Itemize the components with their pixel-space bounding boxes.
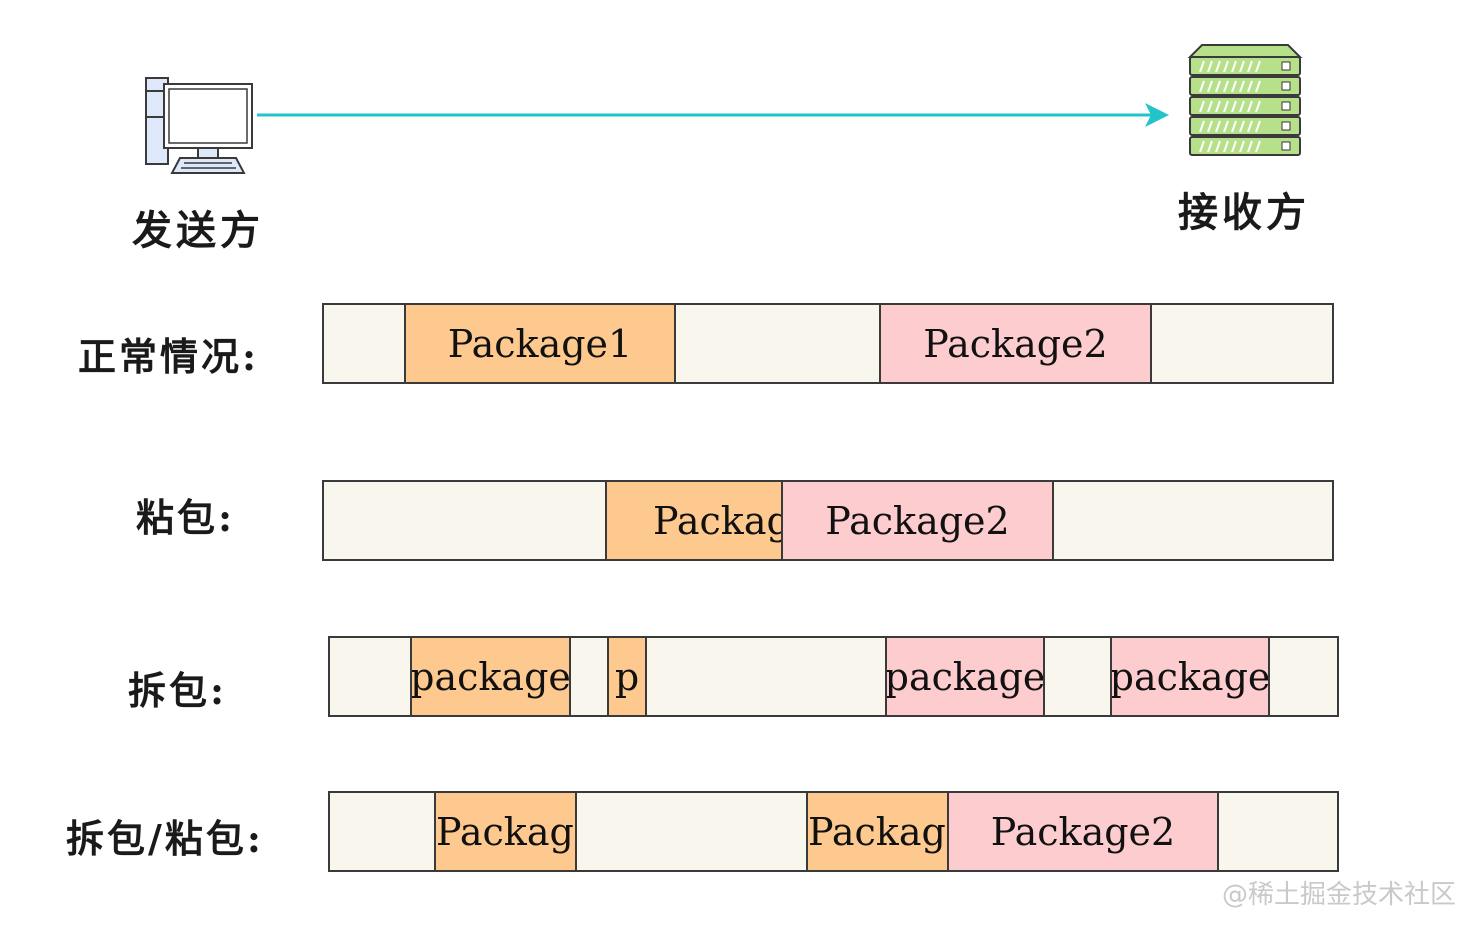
packet-bar-sticky: Packag Package2: [322, 480, 1334, 561]
desktop-computer-icon: [140, 75, 255, 180]
packet-bar-normal: Package1 Package2: [322, 303, 1334, 384]
segment-label: package: [885, 654, 1045, 699]
segment-package1-partial: Packag: [605, 480, 783, 561]
segment-label: package: [1110, 654, 1270, 699]
segment-label: Package: [808, 809, 947, 854]
segment-package1-part-a: Package: [434, 791, 577, 872]
segment-package2-part-a: package: [885, 636, 1045, 717]
segment-package2: Package2: [947, 791, 1219, 872]
transmission-arrow: [255, 100, 1175, 134]
segment-package1-part-b: Package: [806, 791, 949, 872]
segment-label: package: [410, 654, 571, 699]
segment-label: Package2: [923, 321, 1108, 366]
server-stack-icon: [1186, 43, 1304, 161]
segment-package2: Package2: [879, 303, 1152, 384]
segment-package1-part-b: p: [607, 636, 647, 717]
segment-package1: Package1: [404, 303, 676, 384]
sender-label: 发送方: [132, 207, 264, 254]
segment-label: Packag: [653, 498, 783, 543]
packet-bar-split-sticky: Package Package Package2: [328, 791, 1339, 872]
packet-bar-split: package p package package: [328, 636, 1339, 717]
segment-package1-part-a: package: [410, 636, 571, 717]
watermark: @稀土掘金技术社区: [1222, 880, 1457, 910]
segment-label: Package2: [825, 498, 1010, 543]
row-label-normal: 正常情况:: [78, 334, 260, 379]
segment-label: p: [614, 654, 640, 699]
segment-package2-part-b: package: [1110, 636, 1270, 717]
segment-label: Package: [436, 809, 575, 854]
row-label-sticky: 粘包:: [136, 495, 236, 540]
row-label-split: 拆包:: [128, 668, 228, 713]
segment-package2: Package2: [781, 480, 1054, 561]
segment-label: Package2: [990, 809, 1176, 854]
row-label-split-sticky: 拆包/粘包:: [66, 816, 264, 861]
segment-label: Package1: [447, 321, 633, 366]
receiver-label: 接收方: [1178, 189, 1310, 236]
